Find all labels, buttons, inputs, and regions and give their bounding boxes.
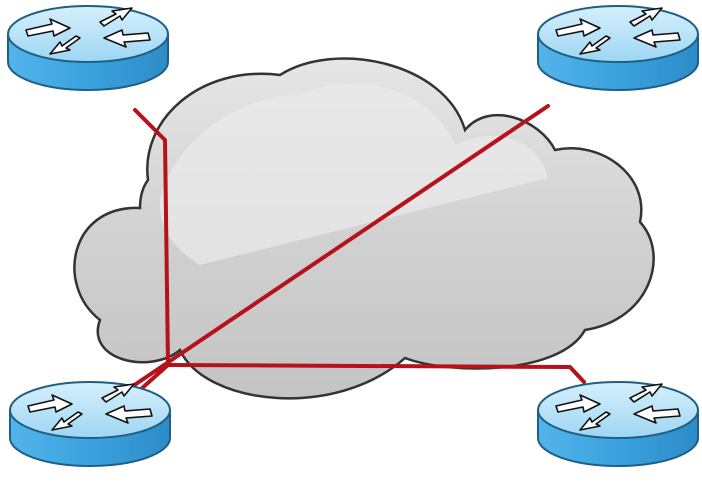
router-bottom-left [9, 381, 171, 467]
link-top-left-to-bottom-left [133, 108, 170, 392]
router-icon [7, 5, 169, 91]
router-icon [537, 381, 699, 467]
router-icon [537, 5, 699, 91]
router-top-left [7, 5, 169, 91]
router-bottom-right [537, 381, 699, 467]
router-icon [9, 381, 171, 467]
link-bottom-left-to-bottom-right [166, 363, 586, 384]
link-top-right-to-bottom-left [128, 104, 550, 390]
router-top-right [537, 5, 699, 91]
